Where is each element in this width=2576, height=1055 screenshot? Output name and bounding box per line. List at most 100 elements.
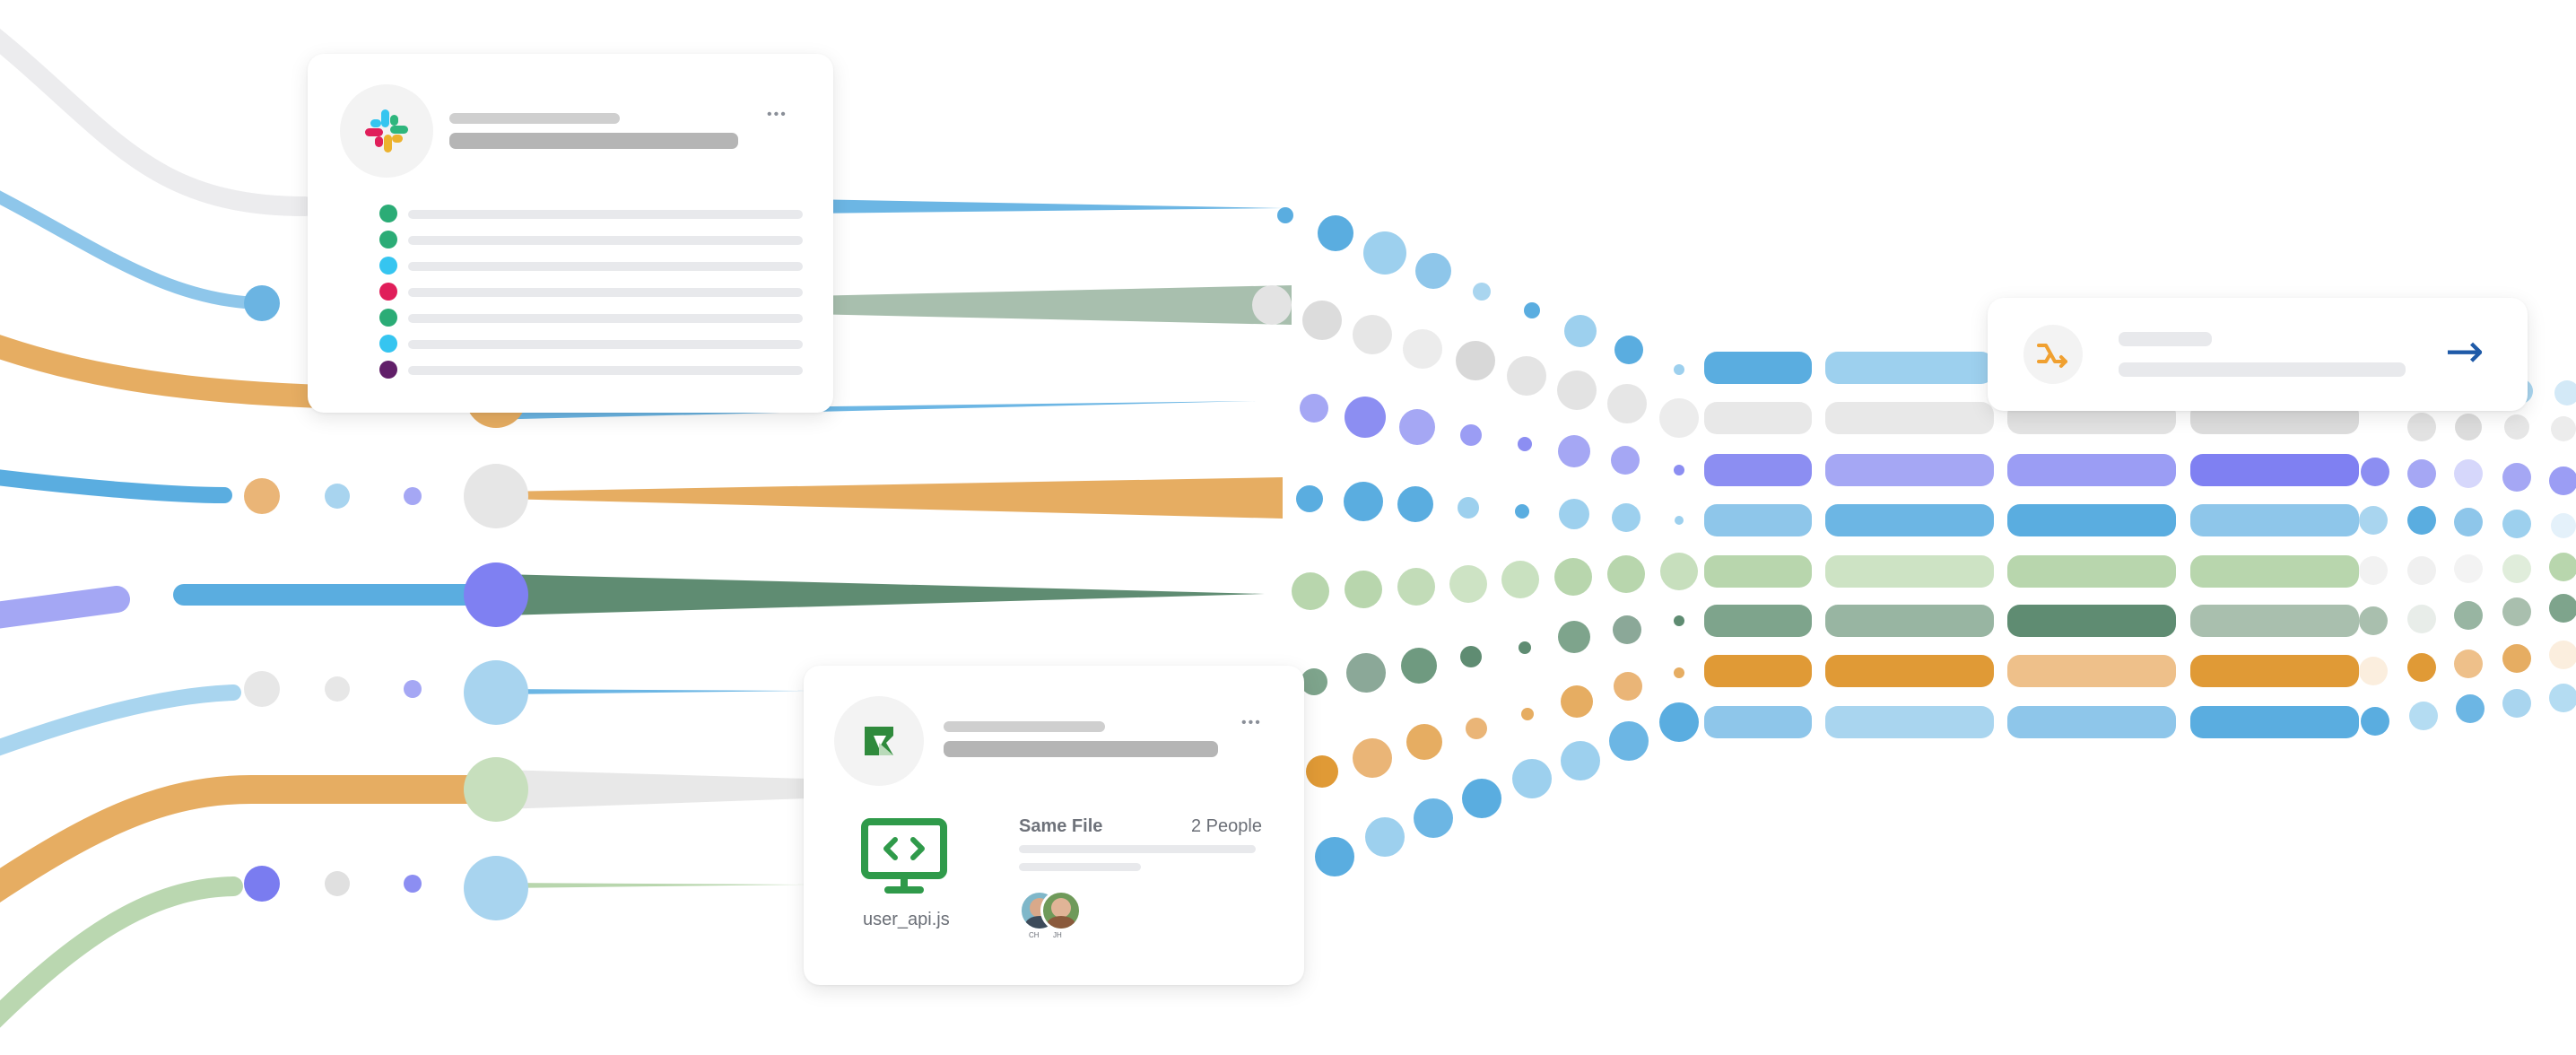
tail-dot	[2454, 554, 2483, 583]
arrow-right-icon[interactable]: →	[2445, 325, 2485, 379]
flow-dot	[1415, 253, 1451, 289]
node-purple	[464, 562, 528, 627]
tail-dot	[2407, 413, 2436, 441]
slack-card[interactable]: •••	[308, 54, 833, 413]
tail-dot	[2454, 459, 2483, 488]
beam-blue-top	[807, 199, 1283, 214]
flow-dot	[1345, 397, 1386, 438]
avatar-jh[interactable]	[1040, 890, 1082, 931]
beam-dark-green	[502, 574, 1265, 615]
tail-dot	[2549, 641, 2576, 669]
title-placeholder	[2119, 332, 2212, 346]
flow-pill	[1704, 605, 1812, 637]
flow-pill	[1825, 555, 1994, 588]
flow-dot	[1501, 561, 1539, 598]
dot	[325, 484, 350, 509]
flow-pill	[2190, 605, 2359, 637]
subtitle-placeholder	[2119, 362, 2406, 377]
flow-dot	[1399, 409, 1435, 445]
flow-dot	[1607, 384, 1647, 423]
tail-dot	[2549, 684, 2576, 712]
dot	[325, 871, 350, 896]
flow-dot	[1561, 685, 1593, 718]
beam-blue-3	[502, 689, 807, 694]
flow-dot	[1292, 572, 1329, 610]
message-line-placeholder	[408, 262, 803, 271]
flow-dot	[1401, 648, 1437, 684]
flow-dot	[1612, 503, 1640, 532]
tail-dot	[2407, 653, 2436, 682]
flow-dot	[1458, 497, 1479, 519]
dot	[244, 866, 280, 902]
flow-pill	[1825, 352, 1994, 384]
flow-dot	[1524, 302, 1540, 318]
flow-dot	[1460, 424, 1482, 446]
flow-pill	[1704, 655, 1812, 687]
node-light-blue-2	[464, 856, 528, 920]
flow-pill	[1825, 706, 1994, 738]
flow-pill	[1825, 655, 1994, 687]
tail-dot	[2549, 553, 2576, 581]
flow-dot	[1561, 741, 1600, 780]
file-card[interactable]: ••• user_api.js Same File 2 People CH JH	[804, 666, 1304, 985]
tail-dot	[2502, 554, 2531, 583]
launch-arrow-icon	[865, 727, 893, 755]
flow-dot	[1353, 738, 1392, 778]
message-bullet	[379, 283, 397, 301]
flow-pill	[2190, 504, 2359, 536]
flow-dot	[1306, 755, 1338, 788]
flow-dot	[1397, 486, 1433, 522]
stream-gray-top	[0, 28, 315, 216]
tail-dot	[2359, 606, 2388, 635]
message-bullet	[379, 335, 397, 353]
flow-dot	[1674, 615, 1684, 626]
flow-pill	[1825, 504, 1994, 536]
route-card[interactable]: →	[1988, 298, 2528, 411]
avatar-initials-ch: CH	[1029, 931, 1040, 939]
dot	[325, 676, 350, 702]
dot-field	[1252, 207, 1699, 876]
tail-dot	[2456, 694, 2485, 723]
flow-dot	[1300, 394, 1328, 423]
flow-dot	[1363, 231, 1406, 275]
flow-dot	[1674, 667, 1684, 678]
flow-pill	[1825, 605, 1994, 637]
stream-light-green	[0, 876, 243, 1028]
message-bullet	[379, 205, 397, 222]
flow-dot	[1344, 482, 1383, 521]
people-count: 2 People	[1191, 816, 1262, 836]
tail-dot	[2454, 650, 2483, 678]
flow-pill	[2007, 555, 2176, 588]
stream-light-blue	[0, 684, 241, 756]
file-name: user_api.js	[863, 910, 950, 929]
flow-dot	[1674, 364, 1684, 375]
shuffle-icon	[2037, 344, 2067, 368]
subtitle-placeholder	[944, 741, 1218, 757]
message-bullet	[379, 361, 397, 379]
detail-placeholder-2	[1019, 863, 1141, 871]
flow-dot	[1456, 341, 1495, 380]
flow-dot	[1345, 571, 1382, 608]
ellipsis-icon[interactable]: •••	[1241, 715, 1262, 730]
tail-dot	[2554, 380, 2576, 405]
code-monitor-icon[interactable]	[861, 818, 947, 895]
flow-dot	[1346, 653, 1386, 693]
flow-dot	[1515, 504, 1529, 519]
slack-logo-badge	[340, 84, 433, 178]
flow-dot	[1609, 721, 1649, 761]
message-line-placeholder	[408, 236, 803, 245]
flow-pill	[2007, 605, 2176, 637]
tail-dot	[2549, 594, 2576, 623]
flow-pill	[1704, 555, 1812, 588]
node-light-green	[464, 757, 528, 822]
flow-dot	[1558, 621, 1590, 653]
tail-dot	[2454, 508, 2483, 536]
flow-dot	[1611, 446, 1640, 475]
flow-dot	[1613, 615, 1641, 644]
flow-dot	[1353, 315, 1392, 354]
flow-dot	[1519, 641, 1531, 654]
tail-dot	[2454, 601, 2483, 630]
ellipsis-icon[interactable]: •••	[767, 107, 788, 122]
flow-dot	[1558, 435, 1590, 467]
app-badge	[834, 696, 924, 786]
